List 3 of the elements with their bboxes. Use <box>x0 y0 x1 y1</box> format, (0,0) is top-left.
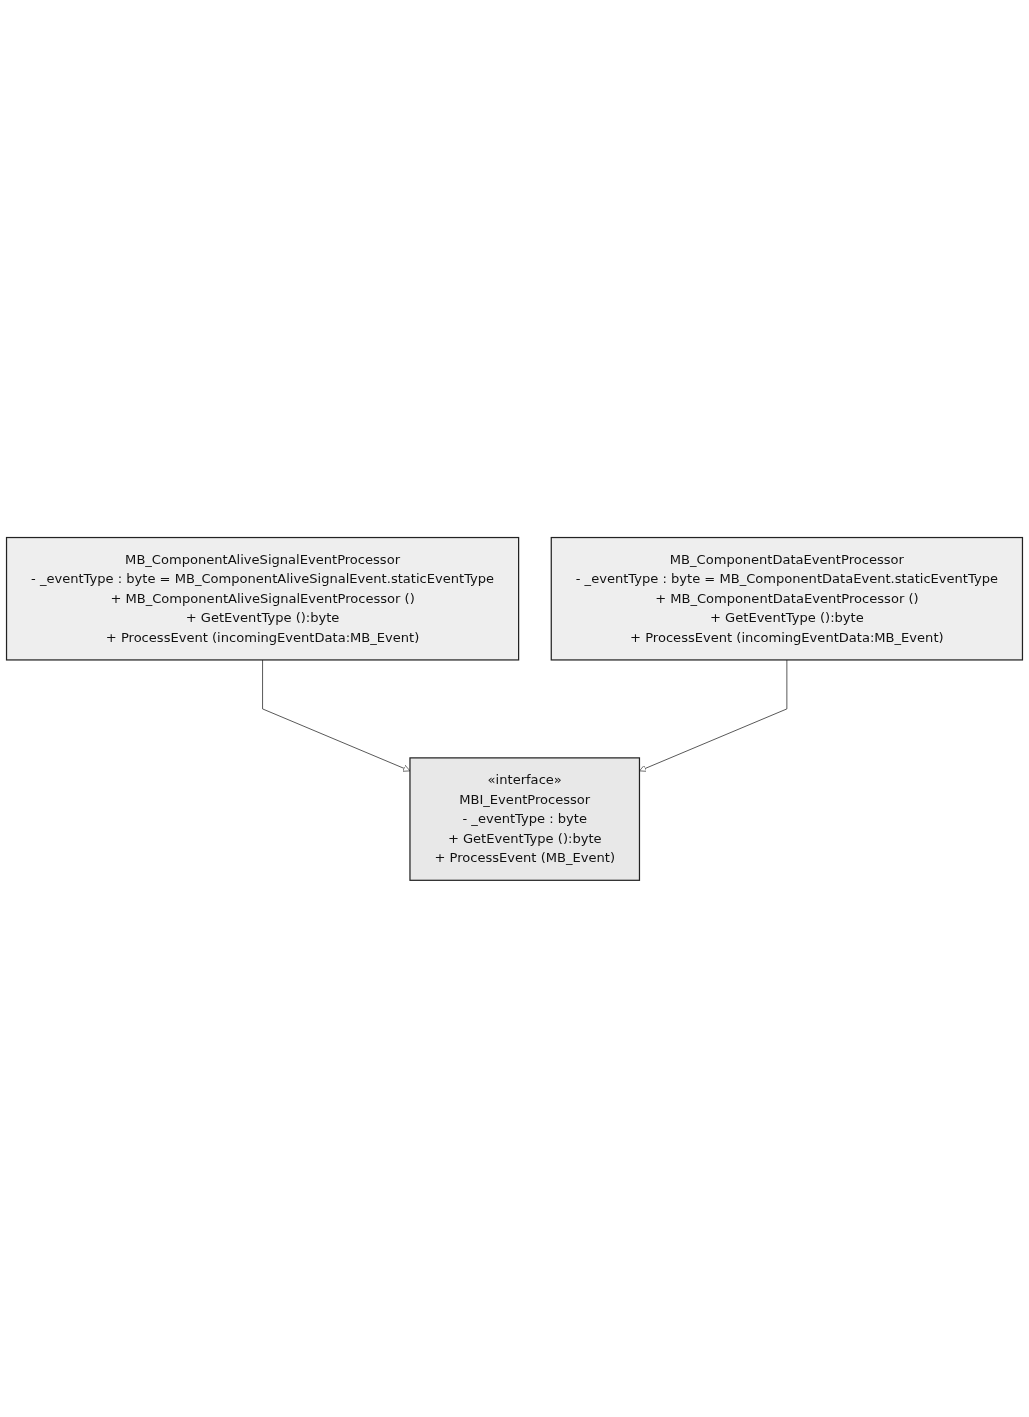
node-box: «interface» MBI_EventProcessor - _eventType : byte + GetEventType ():byte + ProcessEvent (MB_Event) <box>409 756 641 881</box>
node-box: MB_ComponentAliveSignalEventProcessor - _eventType : byte = MB_ComponentAliveSignalEvent.staticEventType + MB_ComponentAliveSignalEventProcessor () + GetEventType ():byte + ProcessEvent (incomingEventData:MB_Event) <box>5 536 520 661</box>
node-box: MB_ComponentDataEventProcessor - _eventType : byte = MB_ComponentDataEvent.staticEventType + MB_ComponentDataEventProcessor () + GetEventType ():byte + ProcessEvent (incomingEventData:MB_Event) <box>550 536 1024 661</box>
